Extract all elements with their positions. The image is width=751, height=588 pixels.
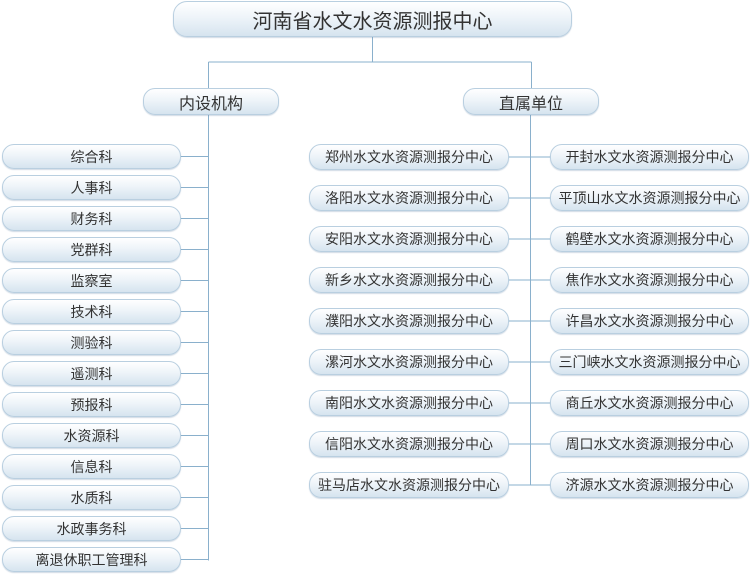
department-node[interactable]: 水质科 [2, 485, 181, 510]
sub-center-node-right[interactable]: 商丘水文水资源测报分中心 [550, 390, 749, 416]
department-node[interactable]: 综合科 [2, 144, 181, 169]
department-node[interactable]: 信息科 [2, 454, 181, 479]
category-internal[interactable]: 内设机构 [143, 88, 279, 115]
sub-center-node-left[interactable]: 郑州水文水资源测报分中心 [309, 144, 509, 170]
department-node[interactable]: 人事科 [2, 175, 181, 200]
department-node[interactable]: 水资源科 [2, 423, 181, 448]
sub-center-node-left[interactable]: 新乡水文水资源测报分中心 [309, 267, 509, 293]
sub-center-node-left[interactable]: 漯河水文水资源测报分中心 [309, 349, 509, 375]
sub-center-node-right[interactable]: 焦作水文水资源测报分中心 [550, 267, 749, 293]
sub-center-node-left[interactable]: 南阳水文水资源测报分中心 [309, 390, 509, 416]
root-node[interactable]: 河南省水文水资源测报中心 [173, 1, 572, 37]
sub-center-node-left[interactable]: 驻马店水文水资源测报分中心 [309, 472, 509, 498]
sub-center-node-right[interactable]: 济源水文水资源测报分中心 [550, 472, 749, 498]
department-node[interactable]: 财务科 [2, 206, 181, 231]
department-node[interactable]: 遥测科 [2, 361, 181, 386]
department-node[interactable]: 监察室 [2, 268, 181, 293]
department-node[interactable]: 水政事务科 [2, 516, 181, 541]
sub-center-node-left[interactable]: 濮阳水文水资源测报分中心 [309, 308, 509, 334]
department-node[interactable]: 党群科 [2, 237, 181, 262]
sub-center-node-left[interactable]: 洛阳水文水资源测报分中心 [309, 185, 509, 211]
sub-center-node-left[interactable]: 安阳水文水资源测报分中心 [309, 226, 509, 252]
sub-center-node-right[interactable]: 三门峡水文水资源测报分中心 [550, 349, 749, 375]
department-node[interactable]: 预报科 [2, 392, 181, 417]
category-direct[interactable]: 直属单位 [463, 88, 599, 115]
sub-center-node-right[interactable]: 开封水文水资源测报分中心 [550, 144, 749, 170]
department-node[interactable]: 离退休职工管理科 [2, 547, 181, 572]
sub-center-node-right[interactable]: 平顶山水文水资源测报分中心 [550, 185, 749, 211]
sub-center-node-right[interactable]: 许昌水文水资源测报分中心 [550, 308, 749, 334]
sub-center-node-left[interactable]: 信阳水文水资源测报分中心 [309, 431, 509, 457]
sub-center-node-right[interactable]: 鹤壁水文水资源测报分中心 [550, 226, 749, 252]
department-node[interactable]: 技术科 [2, 299, 181, 324]
sub-center-node-right[interactable]: 周口水文水资源测报分中心 [550, 431, 749, 457]
department-node[interactable]: 测验科 [2, 330, 181, 355]
